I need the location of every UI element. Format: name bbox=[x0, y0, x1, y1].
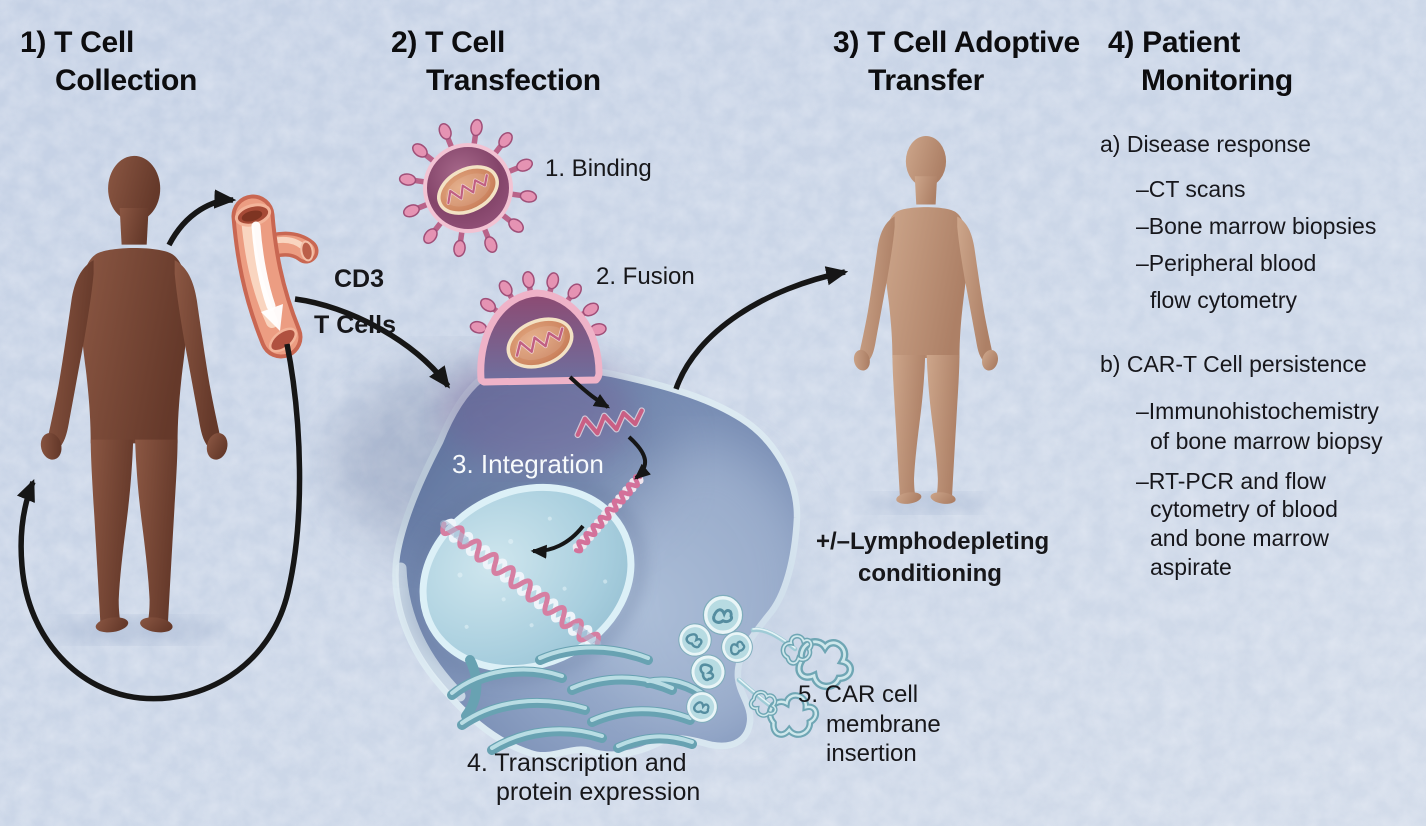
patient-shadow bbox=[864, 493, 988, 513]
arrow-reverse-transcription bbox=[627, 435, 651, 480]
nuclear-dna-helix bbox=[439, 518, 601, 649]
arrow-adoptive-transfer bbox=[673, 266, 849, 390]
virus-capsid bbox=[506, 317, 574, 369]
er-golgi bbox=[447, 644, 711, 755]
arrow-cd3-tcells bbox=[294, 296, 451, 389]
blood-vessel bbox=[231, 194, 319, 359]
vessel-flow-arrow bbox=[251, 221, 283, 331]
arrow-nuclear-import bbox=[530, 524, 585, 559]
donor-shadow bbox=[46, 617, 222, 643]
virus-binding bbox=[399, 119, 537, 257]
virus-capsid bbox=[437, 165, 499, 215]
arrow-collection bbox=[166, 189, 237, 247]
virus-fusion bbox=[469, 271, 607, 386]
car-proteins bbox=[736, 627, 855, 741]
arrow-reinfusion-loop bbox=[16, 343, 303, 702]
arrow-rna-release bbox=[568, 375, 611, 409]
